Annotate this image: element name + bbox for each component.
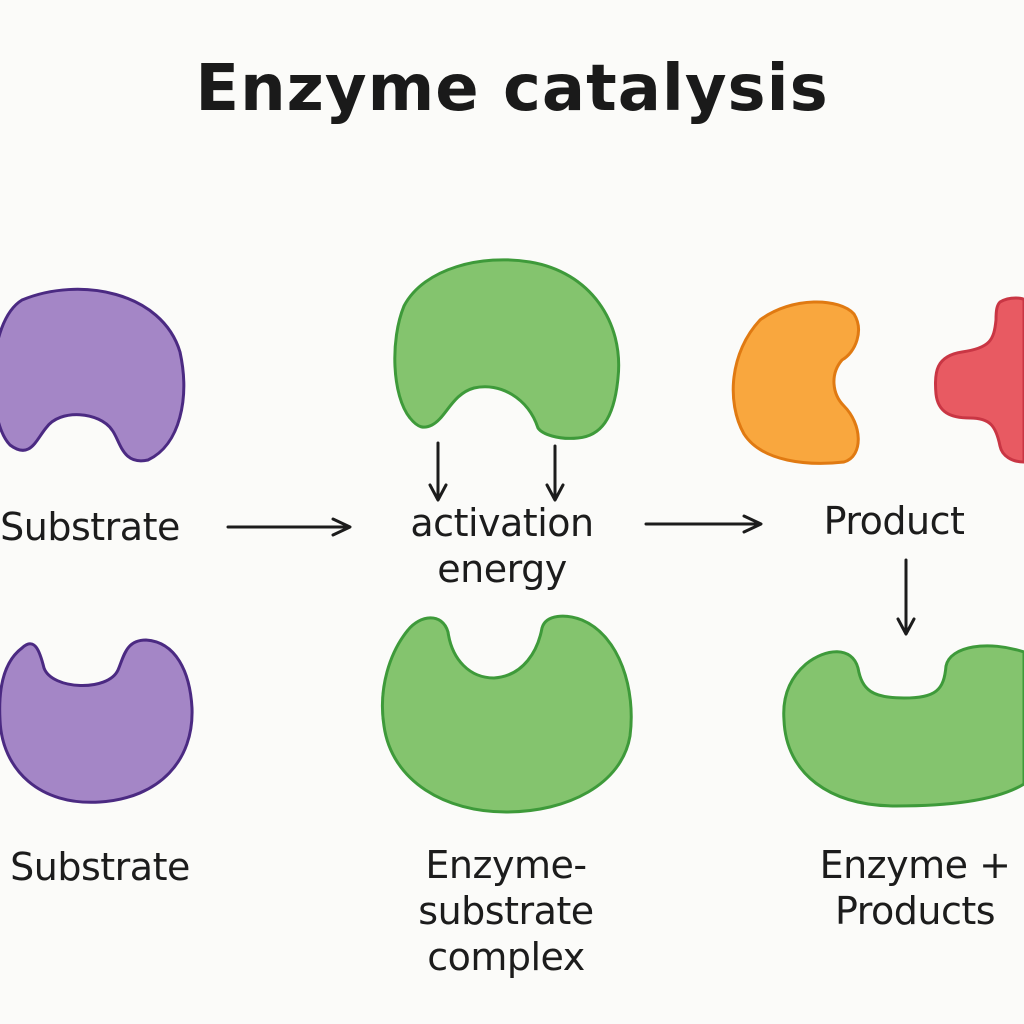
arrow-activation-to-product bbox=[644, 514, 763, 534]
arrow-product-down bbox=[896, 558, 916, 636]
product-red-shape bbox=[933, 296, 1024, 464]
label-enzyme-products: Enzyme + Products bbox=[819, 843, 1011, 933]
arrow-down-left bbox=[428, 441, 448, 502]
label-substrate-bottom: Substrate bbox=[10, 845, 190, 889]
label-substrate-top: Substrate bbox=[0, 505, 180, 549]
enzyme-shape-complex bbox=[380, 614, 633, 814]
arrow-down-right bbox=[545, 444, 565, 502]
enzyme-shape-top bbox=[393, 258, 621, 440]
product-orange-shape bbox=[731, 300, 860, 465]
diagram-title: Enzyme catalysis bbox=[195, 52, 829, 126]
label-activation-energy: activation energy bbox=[410, 501, 594, 591]
enzyme-shape-free bbox=[782, 644, 1024, 808]
arrow-substrate-to-activation bbox=[226, 517, 352, 537]
label-enzyme-substrate-complex: Enzyme- substrate complex bbox=[418, 843, 594, 979]
label-product: Product bbox=[823, 499, 965, 543]
substrate-shape-bottom bbox=[0, 638, 194, 804]
substrate-shape-top bbox=[0, 287, 186, 463]
